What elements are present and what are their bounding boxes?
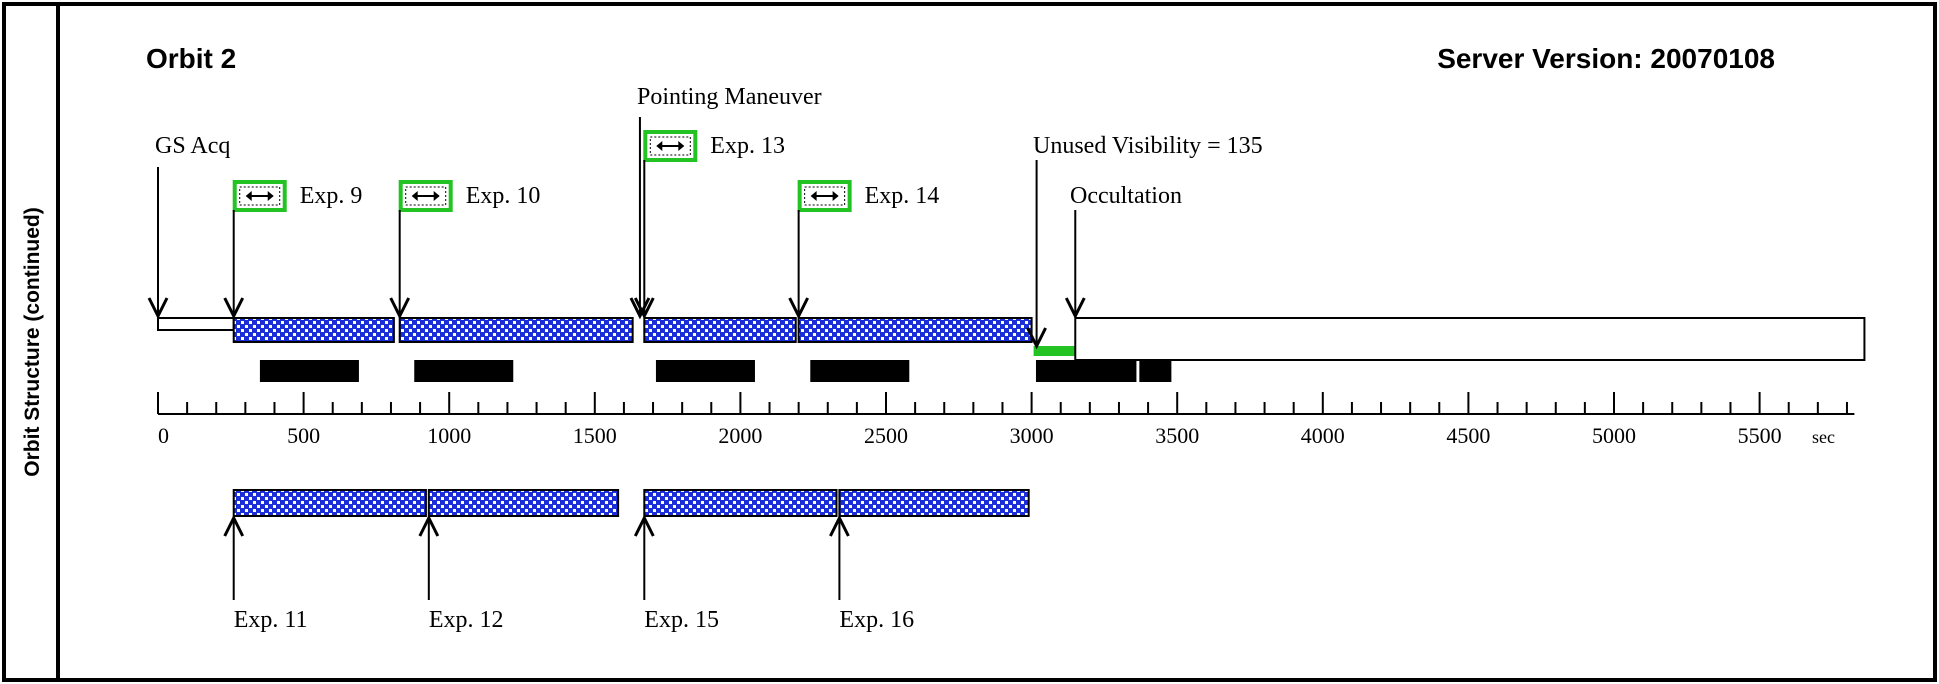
top-exposure-bar (398, 317, 634, 343)
axis-tick-label: 3000 (1010, 423, 1054, 448)
top-exposure-label: Exp. 13 (710, 133, 785, 159)
expand-icon[interactable] (643, 130, 698, 162)
axis-tick-label: 5000 (1592, 423, 1636, 448)
occultation-label: Occultation (1070, 183, 1182, 209)
axis-tick-label: 500 (287, 423, 320, 448)
expand-icon[interactable] (232, 180, 287, 212)
top-exposure-bar (643, 317, 797, 343)
axis-tick-label: 4500 (1446, 423, 1490, 448)
dark-bar (259, 360, 359, 382)
bottom-exposure-bar (643, 489, 838, 517)
unused-visibility-bar (1033, 346, 1076, 356)
gs-acq-label: GS Acq (155, 133, 230, 159)
top-exposure-arrow-head (389, 297, 411, 320)
bottom-exposure-label: Exp. 11 (234, 607, 308, 633)
expand-icon[interactable] (398, 180, 453, 212)
bottom-exposure-label: Exp. 12 (429, 607, 504, 633)
top-exposure-bar (797, 317, 1033, 343)
expand-icon-left (810, 191, 817, 201)
bottom-exposure-bar (427, 489, 620, 517)
bottom-exposure-arrow-head (633, 514, 655, 537)
expand-icon-left (245, 191, 252, 201)
dark-bar (810, 360, 910, 382)
axis-tick-label: 5500 (1738, 423, 1782, 448)
expand-icon-right (433, 191, 440, 201)
expand-icon-left (656, 141, 663, 151)
dark-bar (655, 360, 755, 382)
bottom-exposure-bar (232, 489, 427, 517)
occultation-arrow-head (1064, 297, 1086, 320)
timeline: Exp. 9 Exp. 10 Exp. 13 Exp. 14 Exp. 11 Exp. 1… (147, 117, 1866, 633)
top-exposure-arrow-head (223, 297, 245, 320)
unused-visibility-arrow-head (1026, 327, 1047, 350)
axis-tick-label: 2500 (864, 423, 908, 448)
dark-bar (1035, 360, 1137, 382)
expand-icon[interactable] (797, 180, 852, 212)
occultation-bar (1074, 317, 1866, 361)
bottom-exposure-bar (838, 489, 1030, 517)
axis-unit-label: sec (1812, 427, 1835, 447)
axis-tick-label: 0 (158, 423, 169, 448)
top-exposure-bar (232, 317, 395, 343)
gs-acq-bar (157, 317, 235, 331)
dark-bar (414, 360, 514, 382)
axis-tick-label: 4000 (1301, 423, 1345, 448)
top-exposure-label: Exp. 14 (865, 183, 940, 209)
expand-icon-right (678, 141, 685, 151)
unused-visibility-label: Unused Visibility = 135 (1033, 133, 1263, 159)
expand-icon-right (267, 191, 274, 201)
expand-icon-right (832, 191, 839, 201)
axis-tick-label: 1500 (573, 423, 617, 448)
top-exposure-label: Exp. 9 (300, 183, 363, 209)
pointing-maneuver-label: Pointing Maneuver (637, 84, 822, 110)
time-axis: 0 500 1000 1500 2000 2500 3000 3500 4000 4500 5000… (157, 392, 1855, 448)
axis-tick-label: 2000 (718, 423, 762, 448)
top-exposure-arrow-head (633, 297, 655, 320)
orbit-title: Orbit 2 (146, 43, 236, 74)
axis-tick-label: 3500 (1155, 423, 1199, 448)
gs-acq-arrow-head (147, 297, 169, 320)
bottom-exposure-label: Exp. 15 (644, 607, 719, 633)
server-version: Server Version: 20070108 (1437, 43, 1775, 74)
expand-icon-left (411, 191, 418, 201)
side-label: Orbit Structure (continued) (21, 207, 44, 477)
bottom-exposure-arrow-head (418, 514, 440, 537)
bottom-exposure-arrow-head (829, 514, 850, 537)
bottom-exposure-arrow-head (223, 514, 245, 537)
top-exposure-arrow-head (788, 297, 809, 320)
top-exposure-label: Exp. 10 (466, 183, 541, 209)
bottom-exposure-label: Exp. 16 (839, 607, 914, 633)
dark-bar (1139, 360, 1172, 382)
axis-tick-label: 1000 (427, 423, 471, 448)
pointing-maneuver-arrow-head (629, 297, 651, 320)
